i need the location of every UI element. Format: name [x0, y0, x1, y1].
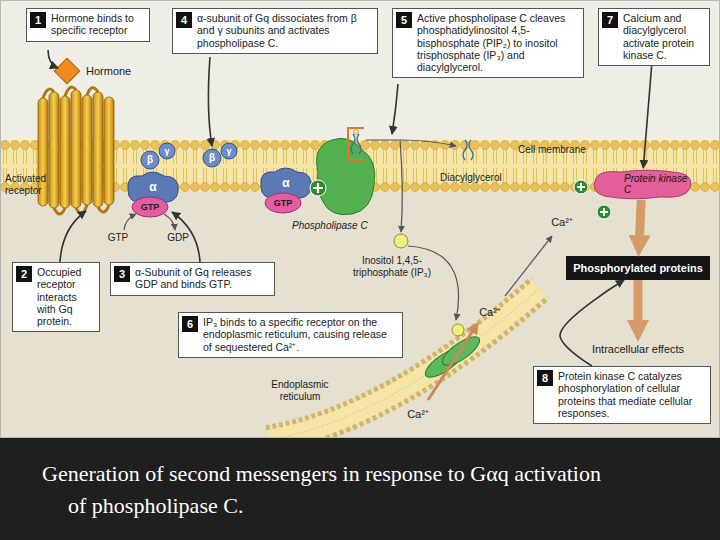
diacylglycerol	[463, 140, 473, 160]
part-label: GTP	[108, 232, 129, 244]
node-text: Occupied receptor interacts with Gq prot…	[37, 266, 94, 327]
part-label: Endoplasmic reticulum	[258, 379, 342, 402]
part-label: Ca²⁺	[407, 408, 429, 421]
figure-caption: Generation of second messengers in respo…	[42, 458, 622, 522]
pointer-arrow	[560, 280, 624, 366]
node-text: IP₃ binds to a specific receptor on the …	[203, 316, 397, 353]
ip3-receptor-channel	[421, 324, 483, 382]
part-label: γ	[164, 146, 169, 156]
alpha-gtp	[261, 168, 311, 213]
result-box: Phosphorylated proteins	[566, 256, 710, 280]
part-label: Ca²⁺	[479, 306, 501, 319]
beta-gamma	[203, 143, 237, 167]
part-label: Hormone	[86, 65, 131, 78]
part-label: Inositol 1,4,5-triphosphate (IP₃)	[346, 255, 438, 278]
extracellular-space	[0, 0, 720, 438]
part-label: α	[282, 177, 289, 191]
node-text: Protein kinase C catalyzes phosphorylati…	[558, 370, 705, 419]
leader-arrow	[48, 50, 398, 262]
part-label: GTP	[141, 202, 160, 212]
callout-box: 2 Occupied receptor interacts with Gq pro…	[12, 262, 100, 332]
endoplasmic-reticulum	[268, 288, 540, 440]
part-label: GTP	[274, 198, 293, 208]
callout-number: 7	[602, 12, 618, 28]
node-text: Calcium and diacylglycerol activate prot…	[623, 12, 704, 61]
hormone	[54, 58, 79, 83]
callout-number: 4	[176, 12, 192, 28]
phospholipase-c	[310, 138, 375, 214]
gq-protein	[124, 143, 178, 230]
part-label: Ca²⁺	[551, 216, 573, 229]
part-label: Activated receptor	[5, 173, 65, 196]
callout-box: 4 α-subunit of Gq dissociates from β and …	[172, 8, 378, 54]
node-text: Protein kinase C	[590, 168, 694, 195]
calcium-arrow	[505, 236, 552, 296]
part-label: Phospholipase C	[292, 220, 368, 232]
callout-box: 5 Active phospholipase C cleaves phosphat…	[392, 8, 584, 78]
part-label: Diacylglycerol	[440, 172, 502, 184]
callout-number: 6	[182, 316, 198, 332]
node-text: Hormone binds to specific receptor	[51, 12, 144, 37]
callout-box: 7 Calcium and diacylglycerol activate pro…	[598, 8, 710, 66]
part-label: β	[209, 152, 215, 164]
callout-box: 3 α-Subunit of Gq releases GDP and binds …	[110, 262, 275, 296]
node-text: α-subunit of Gq dissociates from β and γ…	[197, 12, 372, 49]
callout-number: 8	[537, 370, 553, 386]
effect-label: Intracellular effects	[588, 341, 688, 357]
node-text: Phosphorylated proteins	[573, 262, 703, 274]
part-label: β	[147, 154, 153, 166]
block-arrow	[640, 200, 642, 235]
callout-number: 3	[114, 266, 130, 282]
pip2	[348, 128, 456, 232]
enzyme-shape: Protein kinase C	[590, 168, 694, 200]
ip3	[394, 234, 408, 248]
callout-box: 1 Hormone binds to specific receptor	[26, 8, 150, 42]
part-label: Cell membrane	[518, 144, 586, 156]
node-text: α-Subunit of Gq releases GDP and binds G…	[135, 266, 269, 291]
callout-number: 5	[396, 12, 412, 28]
callout-number: 1	[30, 12, 46, 28]
calcium-release-arrow	[428, 326, 476, 400]
node-text: Intracellular effects	[588, 341, 688, 357]
block-arrow	[634, 280, 643, 320]
part-label: GDP	[167, 232, 189, 244]
caption-band	[0, 438, 720, 540]
figure-frame	[1, 1, 720, 438]
part-label: α	[149, 181, 156, 195]
part-label: γ	[226, 146, 231, 156]
node-text: Active phospholipase C cleaves phosphati…	[417, 12, 578, 73]
callout-box: 8 Protein kinase C catalyzes phosphorylat…	[533, 366, 711, 424]
callout-box: 6 IP₃ binds to a specific receptor on the…	[178, 312, 403, 358]
receptor	[38, 87, 114, 214]
callout-number: 2	[16, 266, 32, 282]
pointer-arrow	[643, 66, 651, 168]
